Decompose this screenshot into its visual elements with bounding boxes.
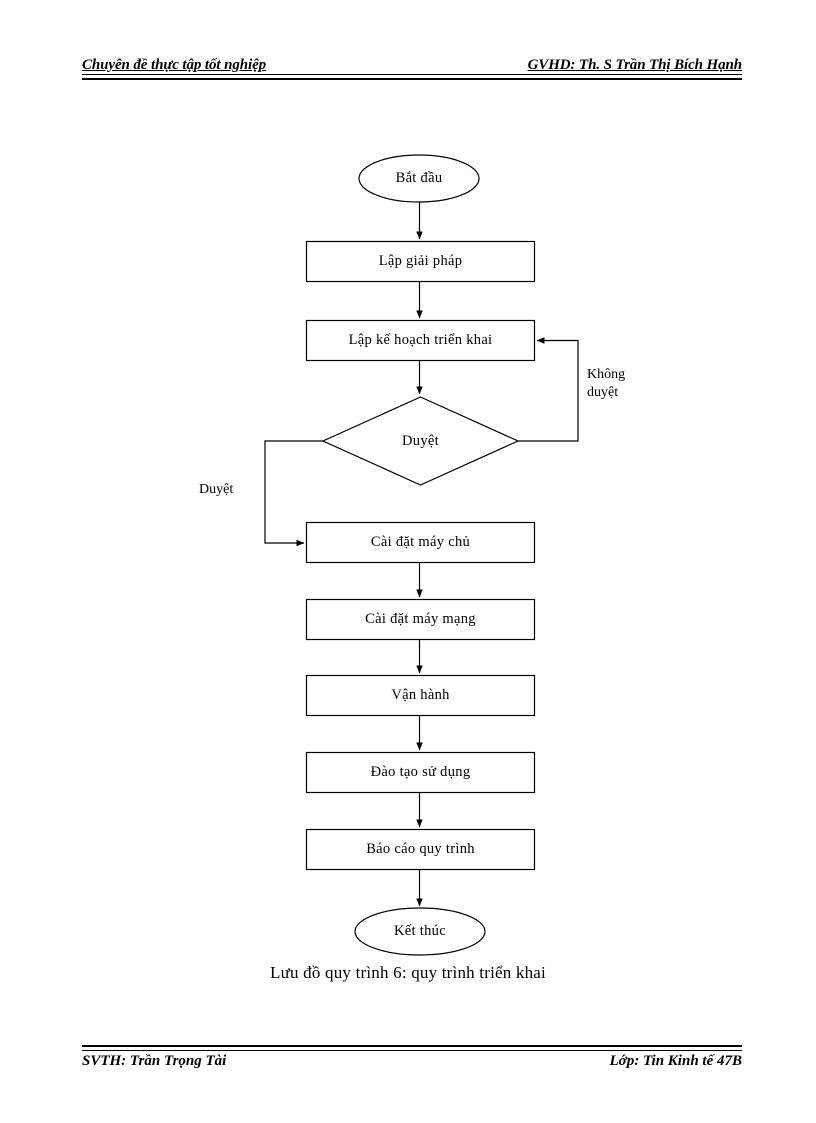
node-n7-label: Báo cáo quy trình [366,841,475,857]
header-left-text: Chuyên đề thực tập tốt nghiệp [82,57,267,73]
node-n4-shape [305,598,536,641]
node-n6-label: Đào tạo sử dụng [370,764,471,780]
node-start-label: Bắt đầu [395,170,443,186]
node-end-label: Kết thúc [394,923,446,939]
node-n6-shape [305,751,536,794]
node-n4-label: Cài đặt máy mạng [365,611,476,627]
flowchart-canvas [264,154,579,956]
footer-right-text: Lớp: Tin Kinh tế 47B [609,1053,742,1069]
node-n3-shape [305,521,536,564]
header-rule [82,74,742,80]
edge-decision-rejected [518,337,579,442]
edge-label-rejected: Không duyệt [587,367,626,400]
node-n5-shape [305,674,536,717]
node-decision-label: Duyệt [402,432,439,449]
node-n5-label: Vận hành [391,687,450,703]
node-n2-label: Lập kế hoạch triển khai [348,332,493,348]
page-header: Chuyên đề thực tập tốt nghiệp GVHD: Th. … [82,50,742,74]
node-n1-shape [305,240,536,283]
flowchart: Bắt đầu Lập giải pháp Lập kế hoạch triển… [199,154,626,956]
figure-caption: Lưu đồ quy trình 6: quy trình triển khai [270,963,546,982]
node-decision-shape [321,396,520,486]
node-n2-shape [305,319,536,362]
node-n3-label: Cài đặt máy chủ [370,534,471,550]
node-end-shape [354,907,486,956]
header-right-text: GVHD: Th. S Trần Thị Bích Hạnh [527,57,743,73]
node-n7-shape [305,828,536,871]
edge-label-approved: Duyệt [199,482,234,497]
footer-left-text: SVTH: Trần Trọng Tài [82,1053,227,1069]
page-footer: SVTH: Trần Trọng Tài Lớp: Tin Kinh tế 47… [82,1053,742,1075]
node-n1-label: Lập giải pháp [378,253,463,269]
footer-rule [82,1045,742,1051]
edge-decision-approved [264,440,323,547]
